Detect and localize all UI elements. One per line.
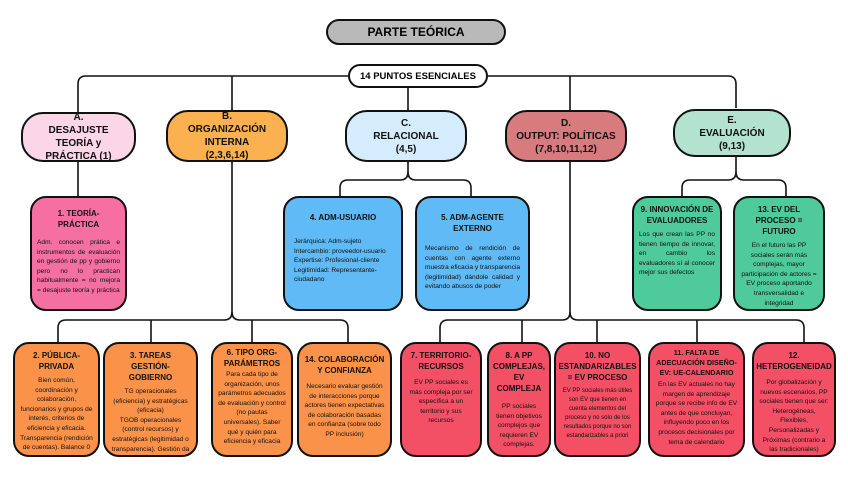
card-title: 8. A PP COMPLEJAS, EV COMPLEJA: [493, 351, 546, 393]
card-text: Mecanismo de rendición de cuentas con ag…: [425, 245, 520, 291]
card-title: 1. TEORÍA-PRÁCTICA: [57, 209, 100, 229]
card-title: 12. HETEROGENEIDAD: [756, 351, 832, 371]
card-point-1: 1. TEORÍA-PRÁCTICA Adm. conocen prática …: [30, 196, 127, 311]
card-text: Bien común, coordinación y colaboración,…: [20, 377, 93, 452]
category-a-name: DESAJUSTE TEORÍA y PRÁCTICA (1): [45, 125, 112, 162]
card-point-13: 13. EV DEL PROCESO = FUTURO En el futuro…: [733, 196, 825, 311]
connector-d-down: [439, 160, 571, 342]
card-text: En el futuro las PP sociales serán más c…: [741, 242, 817, 307]
connector-top: [77, 75, 348, 115]
card-point-7: 7. TERRITORIO-RECURSOS EV PP sociales es…: [400, 342, 482, 457]
card-text: En las EV actuales no hay margen de apre…: [655, 381, 738, 446]
card-text: EV PP sociales más útiles son EV que tie…: [562, 388, 633, 439]
category-b: B. ORGANIZACIÓN INTERNA (2,3,6,14): [166, 110, 288, 162]
category-e: E. EVALUACIÓN (9,13): [673, 109, 791, 157]
card-title: 7. TERRITORIO-RECURSOS: [410, 351, 472, 371]
category-b-letter: B.: [222, 111, 232, 122]
category-c-points: (4,5): [395, 143, 417, 155]
connector-b-down: [57, 160, 233, 342]
card-title: 13. EV DEL PROCESO = FUTURO: [755, 205, 803, 236]
connector-top-right: [488, 75, 737, 108]
card-text: Por globalización y nuevos escenarios, P…: [759, 379, 829, 454]
card-title: 14. COLABORACIÓN Y CONFIANZA: [304, 355, 385, 375]
category-b-points: (2,3,6,14): [205, 150, 249, 161]
card-point-14: 14. COLABORACIÓN Y CONFIANZA Necesario e…: [297, 342, 392, 457]
card-text: Adm. conocen prática e instrumentos de e…: [37, 239, 120, 294]
category-c-name: RELACIONAL: [373, 130, 439, 142]
card-point-4: 4. ADM-USUARIO Jerárquica: Adm-sujeto In…: [283, 196, 403, 311]
card-title: 2. PÚBLICA-PRIVADA: [32, 351, 81, 371]
category-d-letter: D.: [561, 117, 571, 129]
card-text: TG operacionales (eficiencia) y estratég…: [111, 388, 190, 453]
category-d-points: (7,8,10,11,12): [535, 143, 597, 155]
card-point-3: 3. TAREAS GESTIÓN-GOBIERNO TG operaciona…: [103, 342, 198, 457]
page-title: PARTE TEÓRICA: [326, 19, 506, 45]
card-point-5: 5. ADM-AGENTE EXTERNO Mecanismo de rendi…: [415, 196, 530, 311]
card-title: 10. NO ESTANDARIZABLES = EV PROCESO: [558, 351, 637, 382]
card-point-11: 11. FALTA DE ADECUACIÓN DISEÑO-EV: UE-CA…: [648, 342, 745, 457]
category-b-name: ORGANIZACIÓN INTERNA: [187, 124, 267, 148]
category-a-letter: A.: [73, 112, 84, 123]
card-point-2: 2. PÚBLICA-PRIVADA Bien común, coordinac…: [13, 342, 100, 457]
card-point-12: 12. HETEROGENEIDAD Por globalización y n…: [752, 342, 836, 457]
card-title: 3. TAREAS GESTIÓN-GOBIERNO: [128, 351, 173, 382]
category-c: C. RELACIONAL (4,5): [345, 110, 467, 162]
category-d: D. OUTPUT: POLÍTICAS (7,8,10,11,12): [505, 110, 627, 162]
card-point-8: 8. A PP COMPLEJAS, EV COMPLEJA PP social…: [487, 342, 551, 457]
category-a: A. DESAJUSTE TEORÍA y PRÁCTICA (1): [21, 112, 136, 162]
connector-c-split: [339, 160, 472, 196]
card-text: Para cada tipo de organización, unos par…: [218, 371, 286, 446]
card-point-10: 10. NO ESTANDARIZABLES = EV PROCESO EV P…: [554, 342, 641, 457]
category-e-points: (9,13): [718, 140, 746, 152]
card-title: 9. INNOVACIÓN DE EVALUADORES: [640, 205, 714, 225]
subtitle-node: 14 PUNTOS ESENCIALES: [348, 64, 488, 88]
card-title: 6. TIPO ORG-PARÁMETROS: [223, 348, 281, 368]
card-point-6: 6. TIPO ORG-PARÁMETROS Para cada tipo de…: [211, 342, 293, 457]
category-e-name: EVALUACIÓN: [699, 127, 765, 139]
card-point-9: 9. INNOVACIÓN DE EVALUADORES Los que cre…: [632, 196, 722, 311]
card-text: Necesario evaluar gestión de interaccion…: [304, 383, 385, 438]
card-title: 11. FALTA DE ADECUACIÓN DISEÑO-EV: UE-CA…: [656, 348, 737, 377]
card-text: PP sociales tienen objetivos complejos q…: [496, 403, 542, 449]
category-c-letter: C.: [401, 117, 411, 129]
category-e-letter: E.: [727, 114, 737, 126]
connector-e-split: [681, 155, 787, 196]
card-text: Jerárquica: Adm-sujeto Intercambio: prov…: [294, 238, 386, 284]
category-d-name: OUTPUT: POLÍTICAS: [516, 130, 616, 142]
card-title: 5. ADM-AGENTE EXTERNO: [441, 213, 504, 233]
card-text: EV PP sociales es más compleja por ser e…: [409, 379, 473, 425]
card-title: 4. ADM-USUARIO: [309, 213, 377, 222]
card-text: Los que crean las PP no tienen tiempo de…: [639, 231, 715, 277]
